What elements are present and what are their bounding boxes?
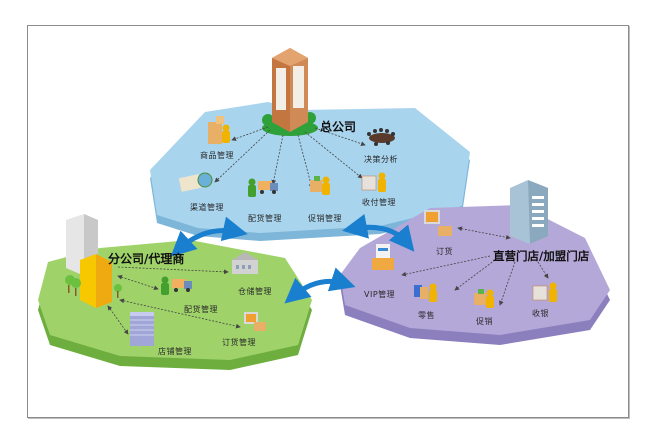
shopping-bags-person-icon — [414, 283, 437, 302]
newspaper-globe-icon — [178, 172, 213, 192]
stores-item-label: 收银 — [532, 309, 549, 318]
connector-branch-stores — [284, 267, 356, 304]
hq-item-label: 配货管理 — [248, 214, 282, 223]
office-building-icon — [130, 312, 154, 346]
card-file-box-icon — [372, 244, 394, 270]
stores-building-icon — [510, 180, 548, 244]
meeting-table-icon — [367, 128, 395, 146]
warehouse-icon — [232, 252, 258, 274]
stores-item-label: VIP管理 — [364, 290, 396, 299]
connector-hq-branch — [170, 216, 248, 257]
platform-connectors — [170, 213, 415, 304]
stores-title: 直营门店/加盟门店 — [493, 249, 590, 263]
branch-links — [107, 266, 241, 335]
hq-item-label: 商品管理 — [200, 151, 234, 160]
branch-title: 分公司/代理商 — [108, 252, 185, 266]
stores-item-label: 订货 — [436, 247, 453, 256]
branch-item-label: 配货管理 — [184, 305, 218, 314]
stores-item-label: 零售 — [418, 311, 435, 320]
branch-item-label: 仓储管理 — [238, 287, 272, 296]
branch-item-label: 订货管理 — [222, 338, 256, 347]
computer-boxes-icon — [424, 210, 452, 236]
gift-box-person-icon — [474, 289, 494, 308]
headquarters-title: 总公司 — [320, 120, 357, 134]
branch-item-label: 店铺管理 — [158, 347, 192, 356]
cash-person-icon — [361, 172, 386, 192]
connector-hq-stores — [342, 213, 415, 252]
computer-boxes-icon — [244, 312, 266, 331]
stores-links — [401, 226, 549, 306]
hq-item-label: 促销管理 — [308, 214, 342, 223]
stores-item-label: 促销 — [476, 317, 493, 326]
delivery-truck-icon — [161, 276, 192, 295]
cash-person-icon — [532, 282, 557, 302]
hq-links — [214, 126, 366, 189]
delivery-truck-icon — [248, 178, 278, 197]
hq-tower-icon — [262, 48, 318, 136]
gift-box-person-icon — [310, 176, 330, 195]
hq-item-label: 收付管理 — [362, 198, 396, 207]
hq-item-label: 决策分析 — [364, 155, 398, 164]
boxes-person-icon — [208, 116, 230, 144]
hq-item-label: 渠道管理 — [190, 203, 224, 212]
branch-building-icon — [65, 214, 122, 308]
